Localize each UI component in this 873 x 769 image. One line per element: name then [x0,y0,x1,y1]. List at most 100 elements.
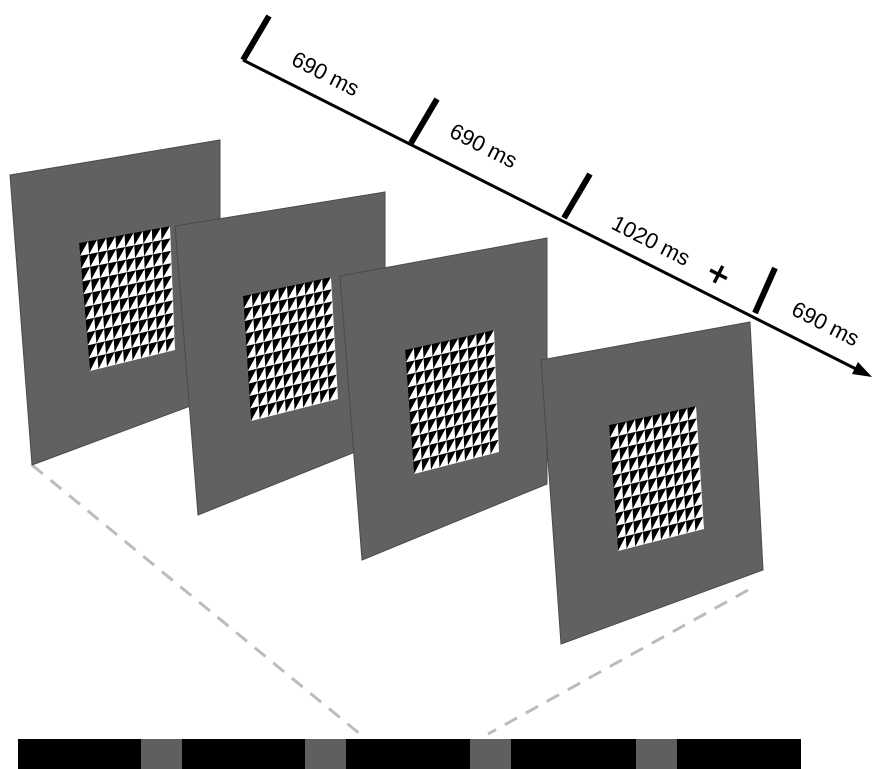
checker-triangle [146,304,156,319]
checker-triangle [681,457,691,472]
checker-triangle [692,479,701,495]
checker-triangle [490,439,499,455]
checker-triangle [668,523,678,538]
checker-triangle [111,312,121,327]
checker-triangle [672,446,682,462]
checker-triangle [665,473,674,489]
checker-triangle [462,409,471,424]
checker-triangle [274,375,284,390]
timeline-arrowhead [852,362,872,377]
checker-triangle [641,504,650,520]
checker-triangle [317,340,326,355]
checker-triangle [655,450,664,466]
checker-triangle [424,368,434,384]
checker-triangle [648,477,657,493]
checker-triangle [92,290,102,306]
checker-triangle [455,436,464,451]
checker-triangle [157,339,166,355]
checker-triangle [247,368,257,384]
checker-triangle [414,358,424,373]
checker-triangle [288,309,298,324]
checker-triangle [443,389,453,404]
checker-triangle [640,492,649,507]
checker-triangle [416,383,426,398]
checker-triangle [686,518,695,534]
checker-triangle [152,240,162,255]
checker-triangle [669,409,679,425]
checker-triangle [445,426,455,441]
checker-triangle [99,263,109,278]
checker-triangle [322,277,331,292]
checker-triangle [461,385,470,400]
checker-triangle [453,411,463,427]
checker-triangle [116,247,126,262]
checker-triangle [477,356,487,371]
checker-triangle [611,460,621,476]
checker-triangle [694,516,704,532]
checker-triangle [299,344,309,359]
checker-triangle [89,252,99,267]
checker-triangle [243,306,253,321]
segment-label-2: 690 ms [446,118,522,173]
checker-triangle [476,344,486,359]
checker-triangle [649,502,659,518]
checker-triangle [113,337,123,352]
checker-triangle [123,347,132,363]
stimulus-panel-1 [9,139,221,466]
checker-triangle [478,380,488,396]
checker-triangle [458,336,468,351]
checker-triangle [309,354,318,369]
checker-triangle [302,393,312,408]
checker-triangle [161,238,171,253]
checker-triangle [442,376,452,392]
checker-triangle [666,486,675,501]
checker-triangle [120,310,130,325]
checker-triangle [413,346,423,361]
checker-triangle [101,288,110,304]
checker-triangle [613,485,623,501]
checker-triangle [135,268,145,283]
checker-triangle [660,525,669,540]
checker-triangle [151,227,161,242]
checker-triangle [642,517,651,532]
checker-triangle [636,429,645,445]
checker-triangle [643,415,653,430]
sequence-bar-gray-block [470,739,511,769]
checker-triangle [265,364,274,380]
checker-triangle [271,325,281,340]
checker-triangle [485,342,495,357]
checker-triangle [115,234,125,249]
checker-triangle [614,498,623,514]
checker-triangle [617,421,627,436]
checker-triangle [618,433,628,449]
checker-triangle [421,457,431,472]
checker-triangle [306,317,316,332]
checker-triangle [633,519,643,535]
checker-triangle [137,293,147,309]
checker-triangle [662,424,671,439]
checker-triangle [642,529,652,545]
checker-triangle [450,350,460,365]
checker-triangle [314,291,323,306]
checker-triangle [476,332,486,347]
checker-triangle [97,354,106,369]
checker-triangle [423,356,433,371]
checker-triangle [91,277,101,293]
checker-triangle [272,337,282,353]
checker-triangle [622,483,631,499]
checker-triangle [304,280,314,295]
stimulus-panel-3 [339,237,548,561]
checker-triangle [470,395,480,410]
checker-triangle [452,387,461,402]
checker-triangle [445,413,454,429]
checker-triangle [426,405,436,421]
checker-triangle [144,254,153,269]
checker-triangle [97,237,107,253]
checker-triangle [489,427,498,442]
checker-triangle [449,338,459,353]
checker-triangle [87,343,97,359]
checker-triangle [411,434,420,450]
checker-triangle [670,422,680,437]
checker-triangle [104,326,113,342]
checker-triangle [480,417,489,432]
